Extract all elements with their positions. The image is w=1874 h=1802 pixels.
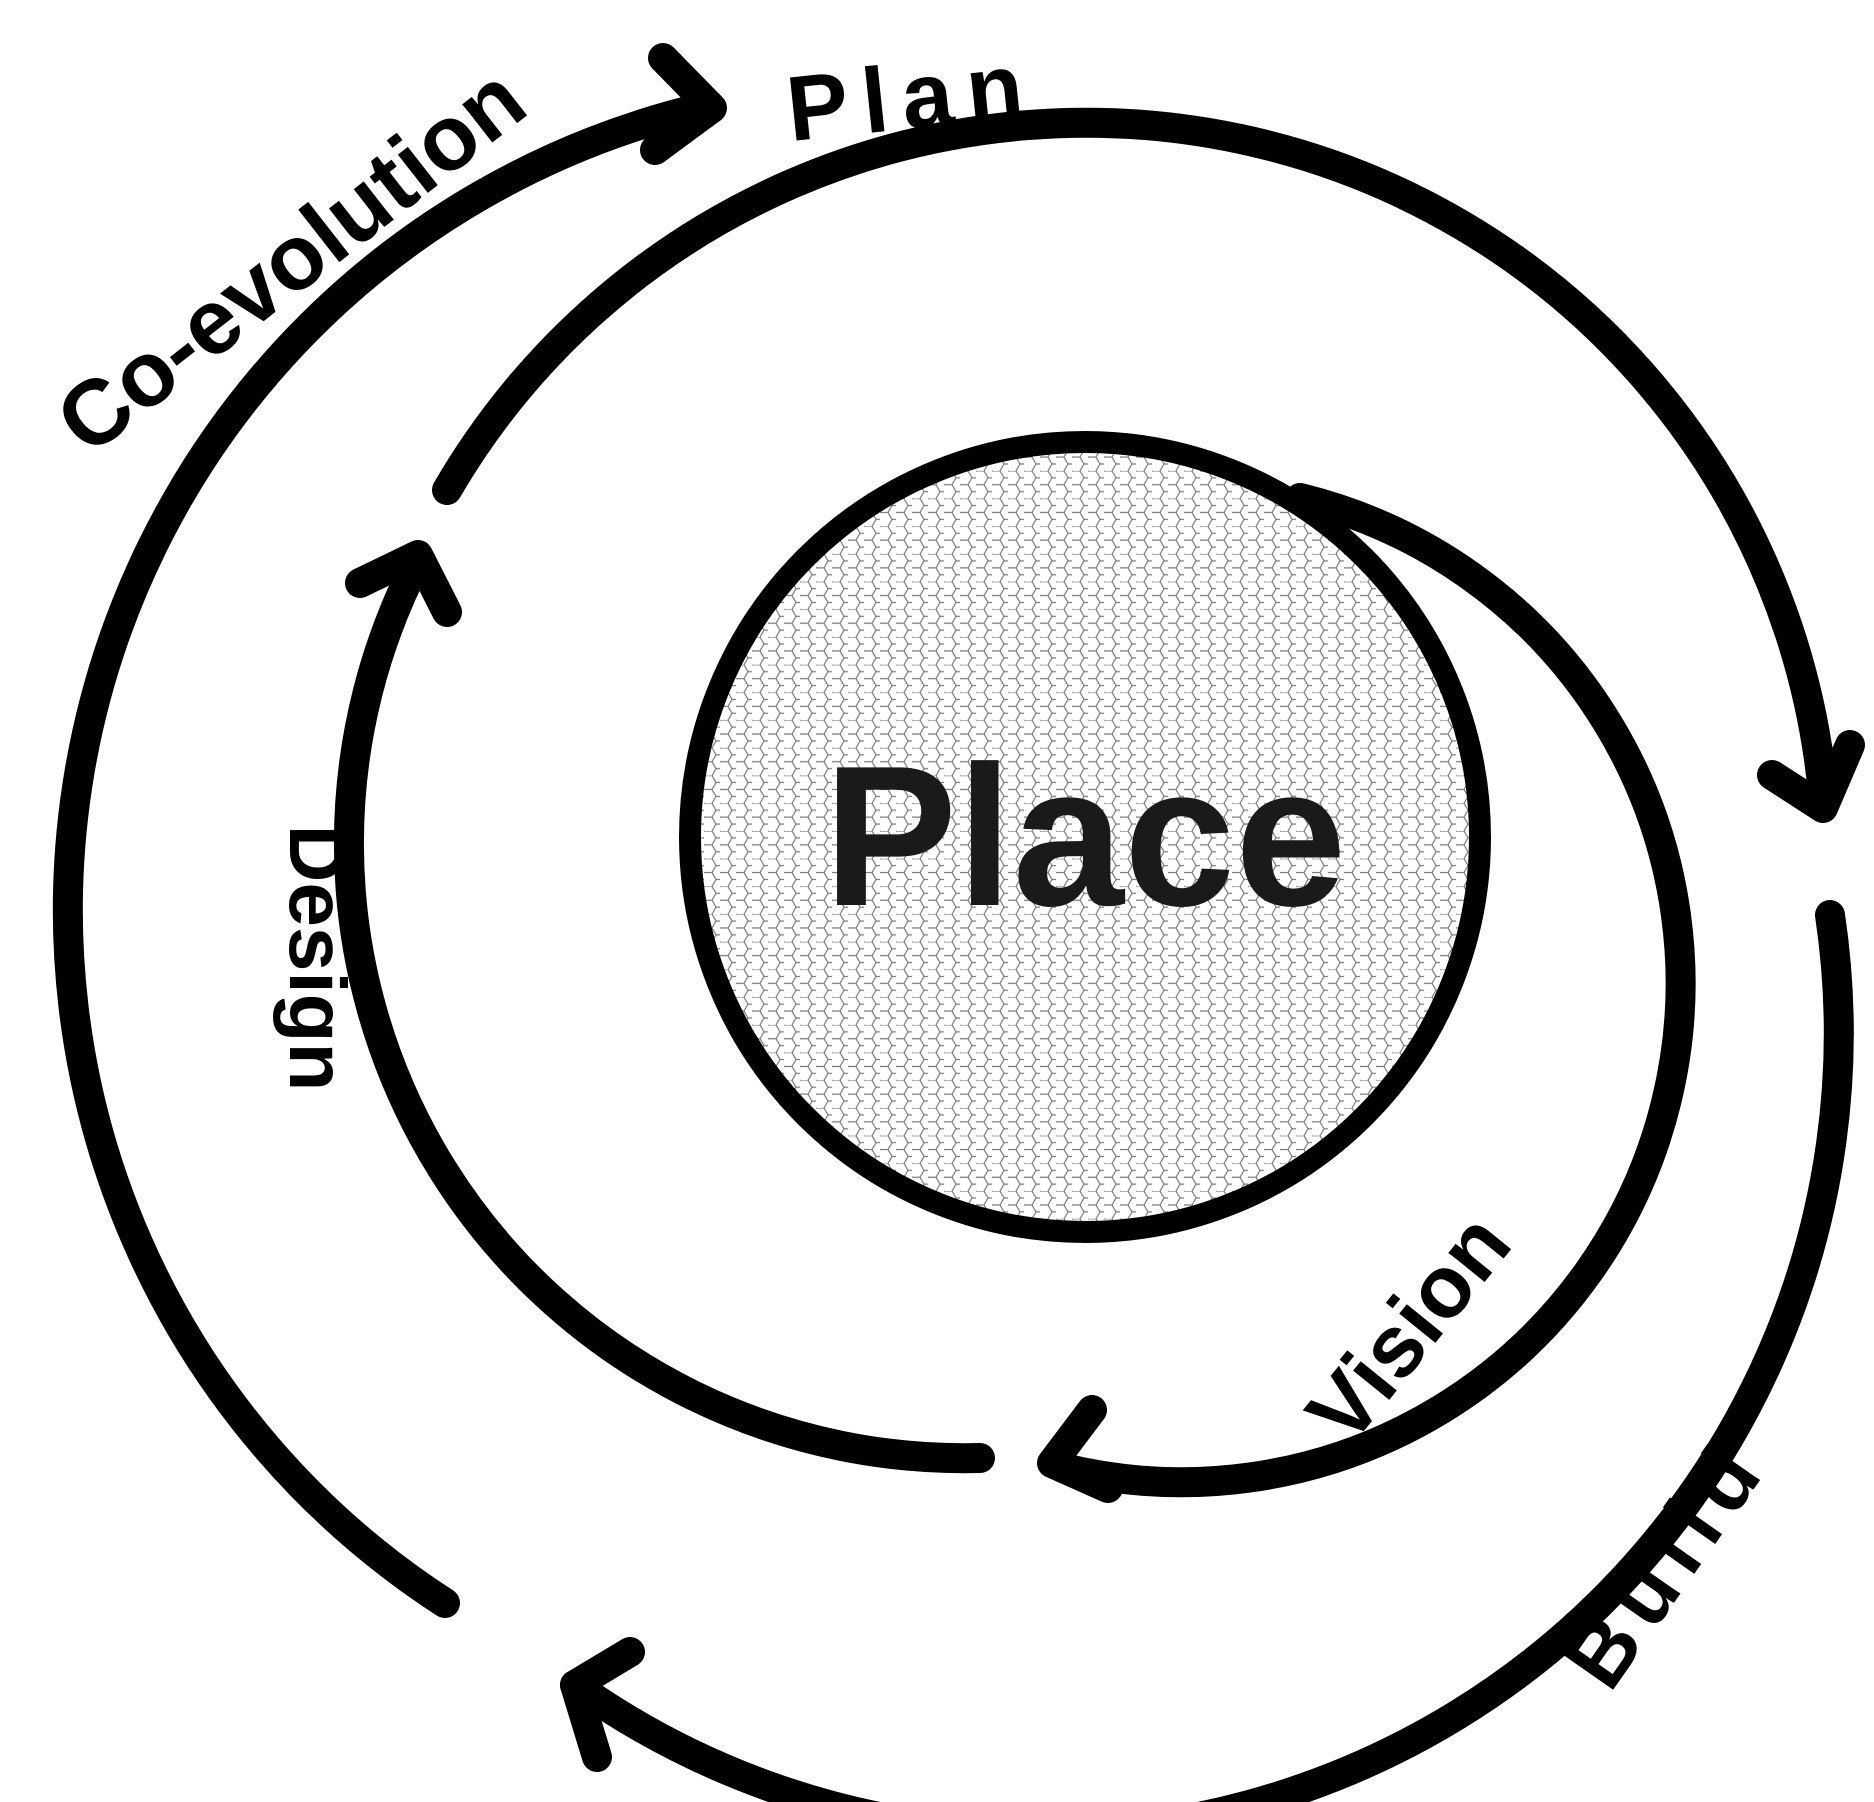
vision-arc [1048,483,1696,1498]
place-label: Place [824,725,1347,948]
plan-arc [432,107,1839,820]
co-evolution-arrowhead [640,43,727,165]
plan-arrowhead [1757,730,1865,823]
design-label: Design [273,825,362,1092]
place-circle-texture [679,431,1491,1243]
co-evolution-arc [52,93,715,1618]
design-arc [333,545,995,1474]
design-arrowhead [345,540,462,627]
build-arc [560,900,1854,1802]
vision-arrowhead [1037,1395,1123,1503]
co-evolution-label: Co-evolution [38,47,544,473]
build-arrowhead [560,1637,645,1772]
build-label: Build [1544,1419,1786,1705]
